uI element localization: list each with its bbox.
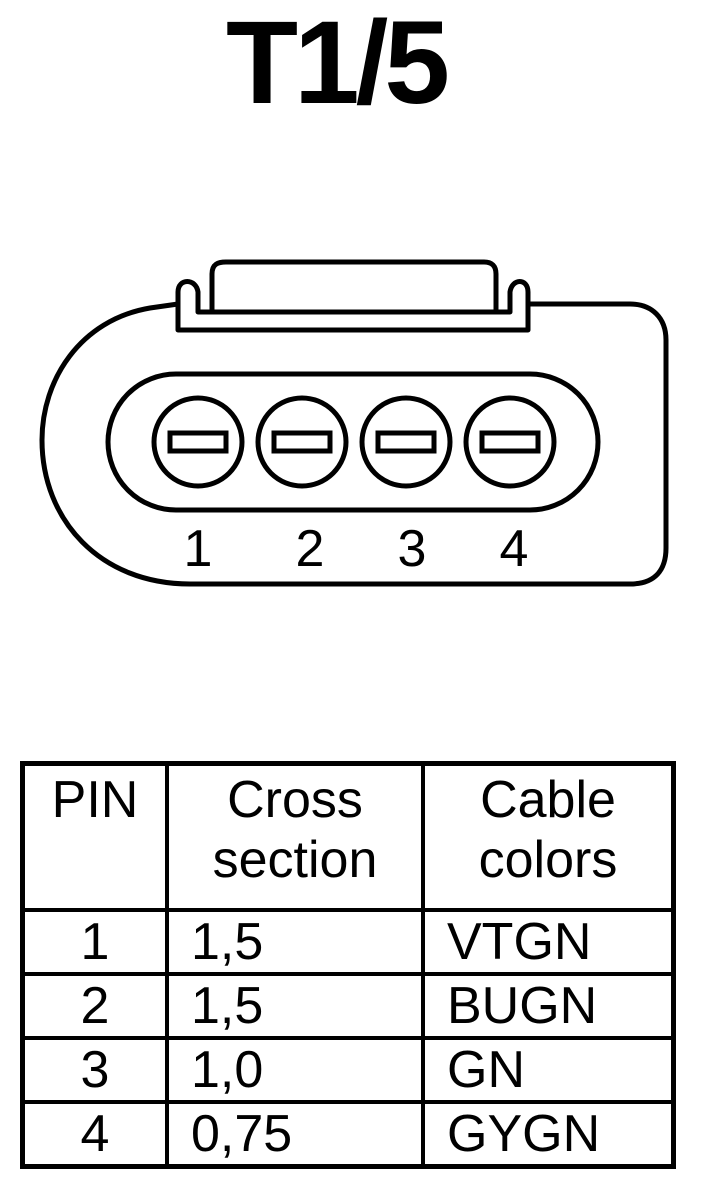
pin-assignment-table: PIN Cross section Cable colors 1 1,5 VTG… xyxy=(20,761,676,1169)
pin-3 xyxy=(359,395,453,489)
header-cable-colors: Cable colors xyxy=(421,761,676,912)
cell-pin: 1 xyxy=(20,908,169,976)
cell-cable-color: GYGN xyxy=(421,1100,676,1169)
connector-diagram: 1 2 3 4 xyxy=(39,259,669,587)
cell-pin: 4 xyxy=(20,1100,169,1169)
cell-pin: 2 xyxy=(20,972,169,1040)
pin-4 xyxy=(463,395,557,489)
header-pin: PIN xyxy=(20,761,169,912)
pin-number-label: 3 xyxy=(398,520,427,578)
cell-cross-section: 1,5 xyxy=(165,908,425,976)
cell-cross-section: 1,0 xyxy=(165,1036,425,1104)
pin-2 xyxy=(255,395,349,489)
cell-cable-color: GN xyxy=(421,1036,676,1104)
cell-cross-section: 0,75 xyxy=(165,1100,425,1169)
table-header-row: PIN Cross section Cable colors xyxy=(20,761,676,912)
pin-1 xyxy=(151,395,245,489)
cell-cable-color: BUGN xyxy=(421,972,676,1040)
header-cross-section-line2: section xyxy=(212,831,378,889)
pin-cavity xyxy=(105,371,601,513)
header-cross-section: Cross section xyxy=(165,761,425,912)
connector-latch xyxy=(175,279,531,333)
header-cross-section-line1: Cross xyxy=(227,771,363,829)
cell-pin: 3 xyxy=(20,1036,169,1104)
connector-title: T1/5 xyxy=(225,0,450,129)
table-row: 1 1,5 VTGN xyxy=(20,908,676,976)
pin-number-label: 4 xyxy=(500,520,529,578)
cell-cable-color: VTGN xyxy=(421,908,676,976)
header-cable-colors-line2: colors xyxy=(478,831,618,889)
table-row: 3 1,0 GN xyxy=(20,1036,676,1104)
cell-cross-section: 1,5 xyxy=(165,972,425,1040)
connector-latch-tab xyxy=(209,259,499,312)
header-pin-label: PIN xyxy=(51,771,139,829)
table-row: 4 0,75 GYGN xyxy=(20,1100,676,1169)
table-row: 2 1,5 BUGN xyxy=(20,972,676,1040)
connector-housing xyxy=(39,301,669,587)
pin-number-label: 1 xyxy=(184,520,213,578)
pin-number-label: 2 xyxy=(296,520,325,578)
header-cable-colors-line1: Cable xyxy=(480,771,616,829)
